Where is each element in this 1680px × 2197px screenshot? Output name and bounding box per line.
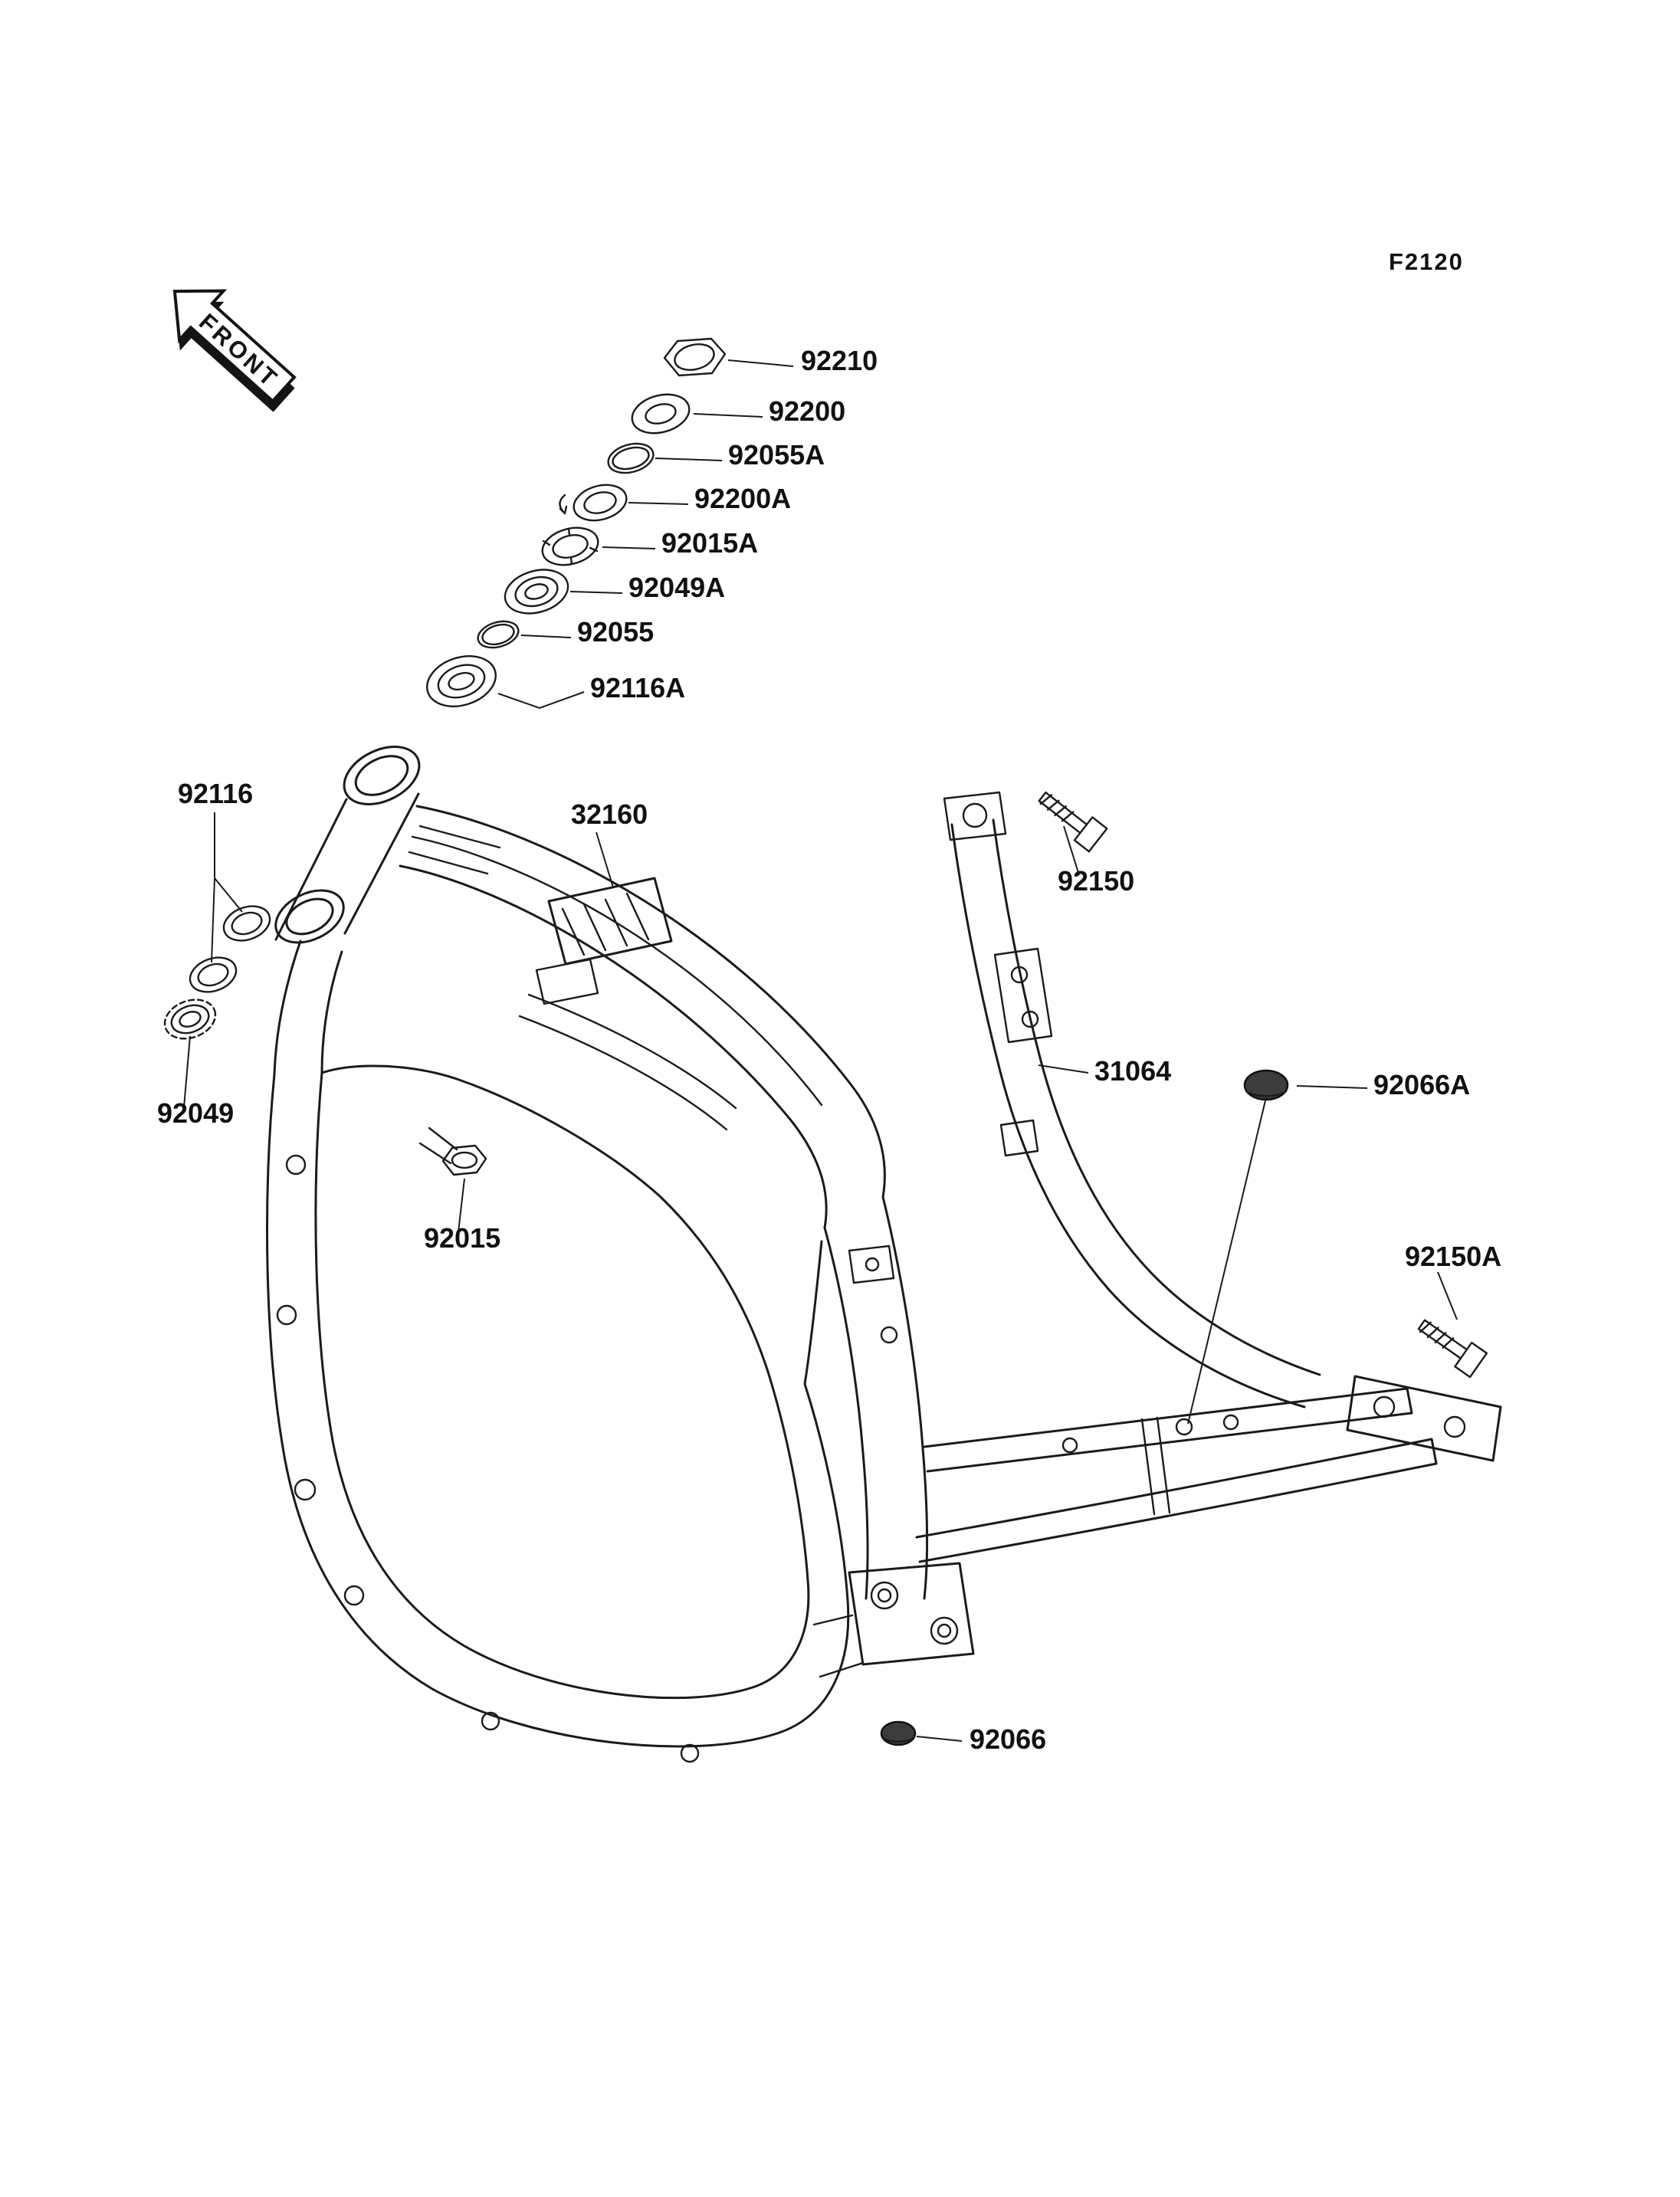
part-label-31064: 31064 [1094, 1055, 1171, 1087]
bearing-92049a [504, 569, 569, 615]
bolt-92150 [1038, 791, 1108, 853]
part-label-92015a: 92015A [661, 527, 758, 559]
part-label-92055: 92055 [577, 616, 654, 648]
backbone-tube [399, 805, 886, 1229]
part-label-92150: 92150 [1058, 865, 1134, 897]
race-92116-lower [189, 956, 238, 993]
cap-92066 [880, 1720, 917, 1746]
part-label-92150a: 92150A [1405, 1241, 1501, 1272]
nut-92015 [441, 1144, 487, 1176]
washer-92200 [631, 393, 691, 434]
nut-tab [418, 1126, 458, 1165]
front-arrow: FRONT [172, 289, 297, 412]
ring-92055 [477, 620, 520, 649]
leader-lines [183, 359, 1458, 1742]
part-label-92116a: 92116A [590, 672, 685, 703]
engine-bracket-hatched [535, 877, 673, 1005]
bolt-92150a [1417, 1319, 1488, 1379]
part-label-92066a: 92066A [1373, 1069, 1470, 1100]
part-label-92200a: 92200A [694, 483, 791, 514]
rear-down-member [823, 1195, 929, 1600]
engine-cradle-loop [266, 1064, 850, 1748]
diagram-code: F2120 [1389, 248, 1464, 275]
front-down-tube [273, 939, 343, 1076]
footpeg-bracket [1346, 1375, 1502, 1462]
steering-stem-parts [426, 337, 727, 707]
part-label-92200: 92200 [769, 395, 845, 427]
left-bearing-parts [163, 905, 271, 1040]
part-label-92210: 92210 [801, 345, 878, 376]
rear-subframe [915, 1375, 1502, 1563]
lock-nut-92015a [541, 526, 599, 566]
front-arrow-body [172, 289, 297, 404]
rear-post-31064 [943, 791, 1321, 1408]
cross-strut [518, 993, 737, 1131]
mount-holes [276, 1154, 700, 1763]
part-label-92049a: 92049A [628, 572, 725, 603]
cap-92066a [1243, 1069, 1289, 1101]
part-label-32160: 32160 [571, 798, 648, 830]
frame-line-art [266, 746, 1502, 1763]
part-labels: 92210 92200 92055A 92200A 92015A 92049A … [157, 345, 1501, 1755]
part-label-92049: 92049 [157, 1097, 234, 1129]
part-label-92055a: 92055A [728, 439, 825, 471]
part-label-92015: 92015 [424, 1222, 500, 1254]
part-label-92116: 92116 [178, 778, 253, 809]
cradle-opening-inner [314, 1064, 810, 1700]
ring-92055a [607, 442, 655, 474]
bearing-92116a [426, 655, 497, 707]
part-label-92066: 92066 [970, 1723, 1046, 1755]
race-92116-upper [222, 905, 271, 942]
washer-92200a [559, 484, 628, 522]
pivot-plates [812, 1562, 975, 1678]
head-tube [274, 746, 421, 944]
bearing-92049 [163, 998, 217, 1040]
cradle-outer [266, 1073, 850, 1748]
cap-bolt-92210 [663, 337, 727, 377]
